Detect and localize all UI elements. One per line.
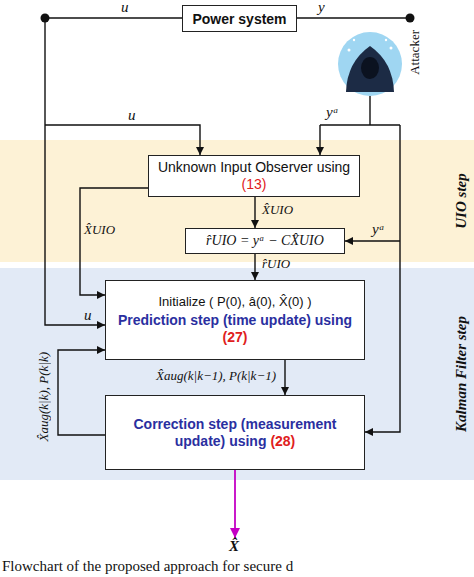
band-label: Kalman Filter step [453,316,470,432]
code-dot [353,39,355,41]
icon-circle [338,32,402,96]
node-text: Initialize ( P(0), â(0), X̂(0) ) [158,294,311,309]
signal-label: u [128,107,136,124]
attacker-icon [338,32,402,96]
signal-label: yᵃ [326,104,339,121]
input-wire [45,17,182,19]
measurement-wire [369,96,370,125]
edge-label: X̂UIO [84,222,115,238]
node-text: Power system [192,11,286,27]
edge-label: X̂UIO [262,202,293,218]
node-text: Correction step (measurement update) usi… [110,416,360,450]
output-label: X̂ [229,538,239,555]
terminal-dot [41,14,50,23]
signal-label: y [318,0,325,16]
attacker-label: Attacker [407,30,423,75]
node-text: Unknown Input Observer using (13) [153,159,355,193]
step-band: UIO step Unknown Input Observer using (13… [0,140,474,262]
process-box: Initialize ( P(0), â(0), X̂(0) ) Predicti… [105,280,365,360]
band-label: UIO step [453,173,470,228]
observer-box: Unknown Input Observer using (13) [148,155,360,197]
face-shape [361,57,379,79]
measurement-wire [320,124,400,125]
signal-label: u [84,307,92,324]
node-text: Prediction step (time update) using (27) [110,312,360,346]
edge-label: X̂aug(k|k−1), P(k|k−1) [156,368,276,384]
power-system-box: Power system [182,5,297,32]
signal-label: u [121,0,129,16]
output-arrow [234,470,236,538]
hood-shape [346,46,394,92]
output-wire [297,17,410,19]
code-dot [348,49,351,52]
edge-label: X̂aug(k|k), P(k|k) [36,352,52,441]
figure-caption: Flowchart of the proposed approach for s… [2,558,293,575]
code-dot [385,39,387,41]
residual-box: r̂UIO = yᵃ − CX̂UIO [185,228,345,254]
code-dot [390,47,393,50]
node-text: r̂UIO = yᵃ − CX̂UIO [206,233,324,249]
process-box: Correction step (measurement update) usi… [105,395,365,470]
edge-label: r̂UIO [262,256,290,272]
signal-label: yᵃ [372,221,385,238]
terminal-dot [406,14,415,23]
